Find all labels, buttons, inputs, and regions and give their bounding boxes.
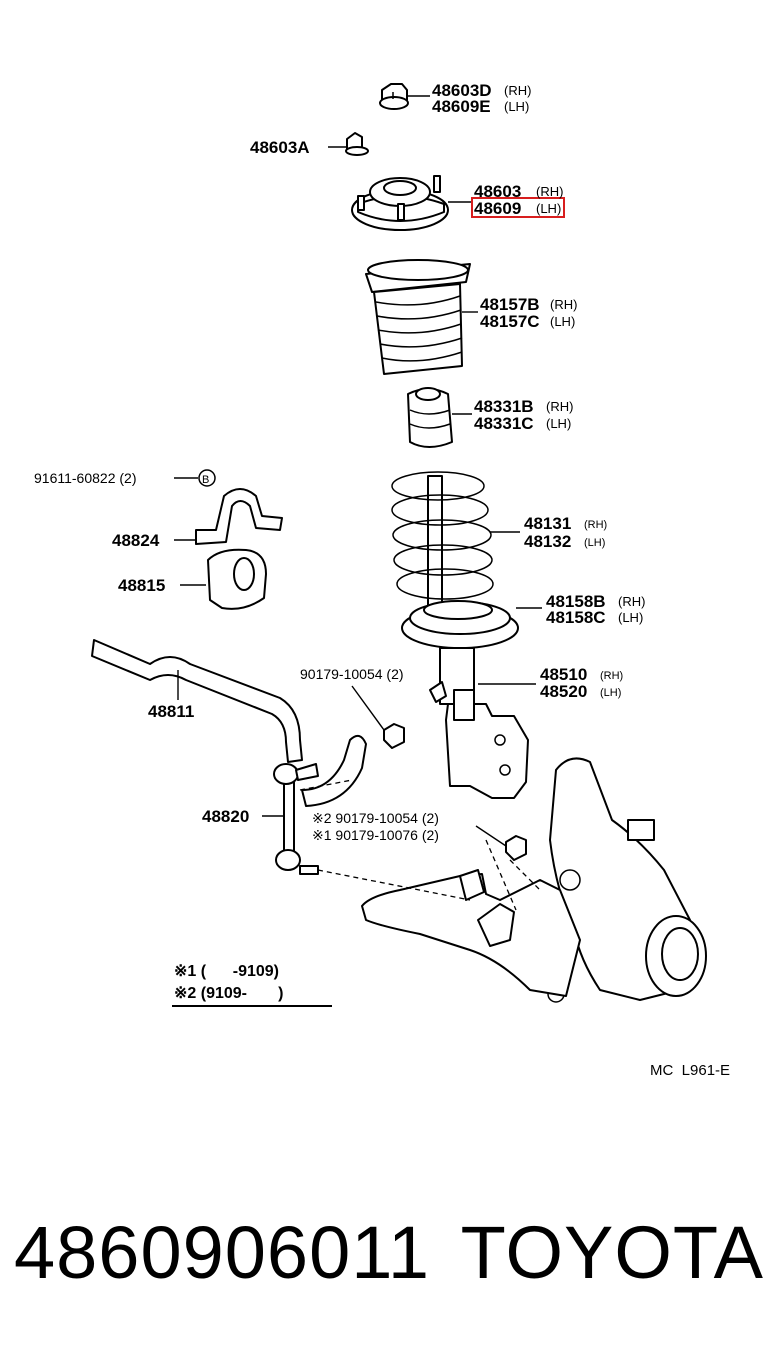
- label-48520-side: (LH): [600, 687, 621, 699]
- label-90179-a: ※2 90179-10054 (2): [312, 810, 439, 826]
- nut-90179-upper: [383, 723, 405, 749]
- parts-diagram: 48603D (RH) 48609E (LH) 48603A 48603 (RH…: [34, 81, 730, 1079]
- label-48609E-side: (LH): [504, 99, 529, 114]
- label-48331C-side: (LH): [546, 416, 571, 431]
- label-48609E: 48609E: [432, 97, 491, 116]
- brand-name: TOYOTA: [460, 1211, 764, 1294]
- label-48609: 48609: [474, 199, 521, 218]
- dust-boot: [365, 259, 471, 375]
- label-48609-side: (LH): [536, 201, 561, 216]
- label-48131-side: (RH): [584, 519, 607, 531]
- spring-seat: [401, 600, 519, 649]
- bushing-48815: [207, 548, 267, 610]
- nut-90179-lower: [505, 835, 527, 861]
- label-48815: 48815: [118, 576, 165, 595]
- label-48520: 48520: [540, 682, 587, 701]
- label-48331B: 48331B: [474, 397, 534, 416]
- label-48157C: 48157C: [480, 312, 540, 331]
- diagram-code: MC L961-E: [650, 1062, 730, 1079]
- label-48132: 48132: [524, 532, 571, 551]
- label-48603-side: (RH): [536, 184, 563, 199]
- label-b-mark: B: [202, 474, 209, 486]
- part-number: 4860906011: [14, 1211, 431, 1294]
- label-48131: 48131: [524, 514, 571, 533]
- footer: 4860906011 TOYOTA: [14, 1208, 764, 1298]
- bracket-48824: [195, 488, 283, 545]
- label-48824: 48824: [112, 531, 160, 550]
- highlight-box: [471, 197, 565, 218]
- nut-48603D: [379, 83, 409, 110]
- label-48157B-side: (RH): [550, 297, 577, 312]
- stabilizer-link: [273, 763, 319, 875]
- label-48158B: 48158B: [546, 592, 606, 611]
- legend-note-2: ※2 (9109- ): [174, 985, 283, 1002]
- label-48331C: 48331C: [474, 414, 534, 433]
- shock-absorber: [429, 647, 529, 799]
- label-48820: 48820: [202, 807, 249, 826]
- label-91611: 91611-60822 (2): [34, 470, 136, 486]
- label-48603A: 48603A: [250, 138, 310, 157]
- coil-spring: [391, 471, 494, 607]
- lower-arm: [361, 869, 581, 997]
- stabilizer-bar: [91, 639, 303, 763]
- label-48132-side: (LH): [584, 537, 605, 549]
- label-90179-top: 90179-10054 (2): [300, 666, 404, 682]
- label-48811: 48811: [148, 702, 194, 721]
- steering-knuckle: [547, 757, 707, 1003]
- label-48158C: 48158C: [546, 608, 606, 627]
- label-48603: 48603: [474, 182, 521, 201]
- bump-stopper: [407, 387, 453, 448]
- link-bracket: [301, 734, 367, 807]
- label-48603D-side: (RH): [504, 83, 531, 98]
- label-90179-b: ※1 90179-10076 (2): [312, 827, 439, 843]
- label-48157B: 48157B: [480, 295, 540, 314]
- upper-mount: [351, 175, 449, 231]
- label-48510-side: (RH): [600, 670, 623, 682]
- label-48158C-side: (LH): [618, 610, 643, 625]
- label-48331B-side: (RH): [546, 399, 573, 414]
- nut-48603A: [345, 132, 369, 156]
- legend-note-1: ※1 ( -9109): [174, 963, 279, 980]
- label-48157C-side: (LH): [550, 314, 575, 329]
- label-48510: 48510: [540, 665, 587, 684]
- label-48158B-side: (RH): [618, 594, 645, 609]
- label-48603D: 48603D: [432, 81, 492, 100]
